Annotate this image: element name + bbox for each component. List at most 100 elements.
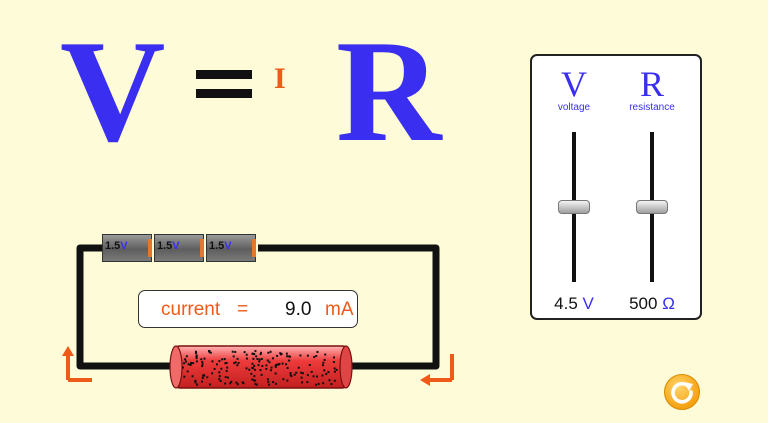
resistor-dot: [301, 372, 304, 375]
resistor-dot: [333, 367, 336, 370]
resistor-dot: [208, 351, 211, 354]
resistor-dot: [290, 375, 293, 378]
resistor-dot: [225, 369, 228, 372]
resistor-dot: [265, 367, 268, 370]
resistor-dot: [185, 360, 188, 363]
resistor-dot: [192, 362, 195, 365]
resistor-dot: [335, 368, 338, 371]
resistor-dot: [266, 378, 269, 381]
resistor-dot: [254, 368, 257, 371]
resistor-dot: [226, 376, 229, 379]
resistor-dot: [201, 376, 204, 379]
arrow-up-head-icon: [62, 346, 74, 356]
resistor-dot: [200, 358, 203, 361]
resistor-dot: [237, 361, 240, 364]
resistor-dot: [269, 369, 272, 372]
resistor-dot: [245, 353, 248, 356]
resistor-dot: [234, 350, 237, 353]
resistor-dot: [259, 353, 262, 356]
equation-v: V: [60, 10, 166, 172]
resistor-dot: [274, 372, 277, 375]
resistance-slider-thumb[interactable]: [636, 200, 668, 214]
resistor-dot: [286, 379, 289, 382]
resistor-dot: [183, 362, 186, 365]
reset-button[interactable]: [664, 374, 700, 410]
resistor-dot: [206, 376, 209, 379]
resistor-dot: [267, 380, 270, 383]
resistor-dot: [236, 364, 239, 367]
resistor-dot: [241, 381, 244, 384]
voltage-readout: 4.5 V: [554, 294, 594, 313]
current-unit: mA: [325, 299, 354, 320]
resistor-dot: [236, 357, 239, 360]
resistor-dot: [259, 369, 262, 372]
resistor-dot: [250, 372, 253, 375]
resistor-dot: [208, 383, 211, 386]
resistor-dot: [286, 355, 289, 358]
resistor-dot: [248, 368, 251, 371]
resistor-dot: [308, 364, 311, 367]
resistor-dot: [317, 382, 320, 385]
resistor-dot: [258, 360, 261, 363]
resistor-dot: [211, 360, 214, 363]
resistor-dot: [251, 352, 254, 355]
resistor-dot: [300, 371, 303, 374]
resistor-dot: [220, 367, 223, 370]
resistor-dot: [213, 367, 216, 370]
resistor-dot: [268, 361, 271, 364]
resistor-dot: [266, 359, 269, 362]
resistor-dot: [253, 375, 256, 378]
resistor-dot: [281, 362, 284, 365]
resistor-dot: [218, 375, 221, 378]
resistor-dot: [184, 358, 187, 361]
resistor-dot: [270, 366, 273, 369]
resistor-dot: [183, 375, 186, 378]
resistor-dot: [253, 353, 256, 356]
resistor-dot: [225, 361, 228, 364]
resistor-dot: [201, 365, 204, 368]
resistor-dot: [221, 358, 224, 361]
resistor-dot: [251, 362, 254, 365]
resistor-dot: [323, 358, 326, 361]
resistor-dot: [208, 350, 211, 353]
resistor-dot: [322, 361, 325, 364]
resistor-dot: [299, 354, 302, 357]
voltage-slider-thumb[interactable]: [558, 200, 590, 214]
resistor-dot: [314, 383, 317, 386]
resistor-dot: [253, 364, 256, 367]
resistor-dot: [300, 376, 303, 379]
resistor-dot: [271, 357, 274, 360]
resistor-dot: [195, 354, 198, 357]
resistor-dot: [185, 355, 188, 358]
resistor-dot: [218, 360, 221, 363]
resistor-dot: [233, 362, 236, 365]
resistor-dot: [288, 359, 291, 362]
resistor-dot: [224, 376, 227, 379]
resistor-dot: [253, 379, 256, 382]
resistor-dot: [234, 361, 237, 364]
resistor-dot: [323, 369, 326, 372]
resistor-dot: [306, 374, 309, 377]
resistor-dot: [187, 363, 190, 366]
resistor-dot: [316, 350, 319, 353]
resistor-dot: [289, 374, 292, 377]
resistor-dot: [194, 350, 197, 353]
resistor-dot: [295, 371, 298, 374]
resistor-dot: [201, 380, 204, 383]
current-readout: current = 9.0 mA: [138, 290, 358, 328]
resistor-dot: [254, 382, 257, 385]
resistor-dot: [245, 357, 248, 360]
battery-cell: 1.5V: [102, 234, 152, 262]
resistor-dot: [265, 364, 268, 367]
voltage-label: voltage: [557, 102, 591, 113]
resistor-dot: [224, 382, 227, 385]
voltage-symbol: V: [561, 64, 587, 104]
resistor-dot: [190, 361, 193, 364]
resistor-dot: [321, 364, 324, 367]
resistor-dot: [312, 375, 315, 378]
resistor-dot: [236, 383, 239, 386]
resistor-dot: [306, 381, 309, 384]
resistor: [169, 345, 353, 389]
resistor-dot: [324, 353, 327, 356]
resistor-dot: [201, 361, 204, 364]
